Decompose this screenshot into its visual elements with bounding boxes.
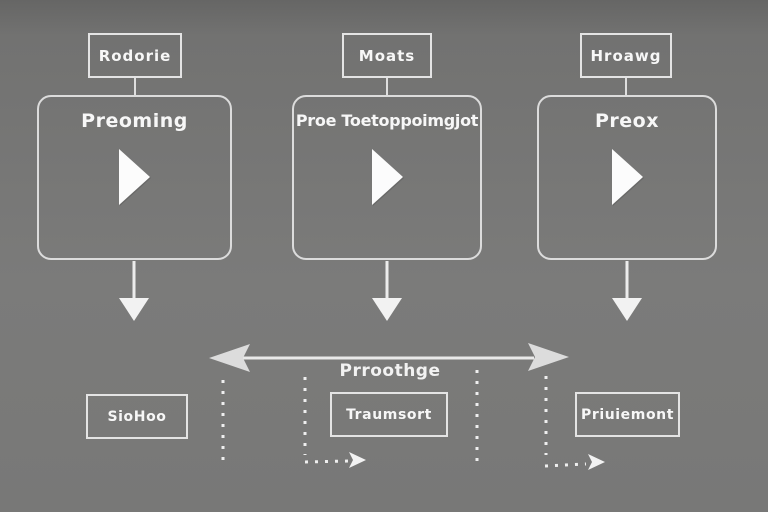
down-arrow-icon <box>119 261 149 321</box>
double-headed-arrow-icon <box>209 343 569 372</box>
bottom-box-label: Traumsort <box>346 406 432 423</box>
stage-title: Proe Toetoppoimgjot <box>295 111 479 130</box>
down-arrow-icon <box>612 261 642 321</box>
dashed-arrow-icon <box>304 452 366 468</box>
down-arrow-icon <box>372 261 402 321</box>
bottom-box-label: SioHoo <box>107 408 167 425</box>
play-icon <box>371 149 403 205</box>
tag-box-1: Rodorie <box>88 33 182 78</box>
tag-label: Moats <box>358 46 416 65</box>
tag-label: Hroawg <box>590 46 662 65</box>
tag-label: Rodorie <box>98 46 172 65</box>
tag-box-3: Hroawg <box>580 33 672 78</box>
stage-box-3: Preox <box>537 95 717 260</box>
dashed-arrow-icon <box>544 454 605 470</box>
tag-box-2: Moats <box>342 33 432 78</box>
bottom-box-2: Traumsort <box>330 392 448 437</box>
bottom-box-label: Priuiemont <box>580 406 675 423</box>
bottom-box-1: SioHoo <box>86 394 188 439</box>
stage-title: Preox <box>595 110 659 132</box>
stage-box-2: Proe Toetoppoimgjot <box>292 95 482 260</box>
span-label: Prroothge <box>339 361 441 381</box>
play-icon <box>611 149 643 205</box>
play-icon <box>119 149 150 205</box>
bottom-box-3: Priuiemont <box>575 392 680 437</box>
stage-title: Preoming <box>81 110 188 132</box>
stage-box-1: Preoming <box>37 95 232 260</box>
